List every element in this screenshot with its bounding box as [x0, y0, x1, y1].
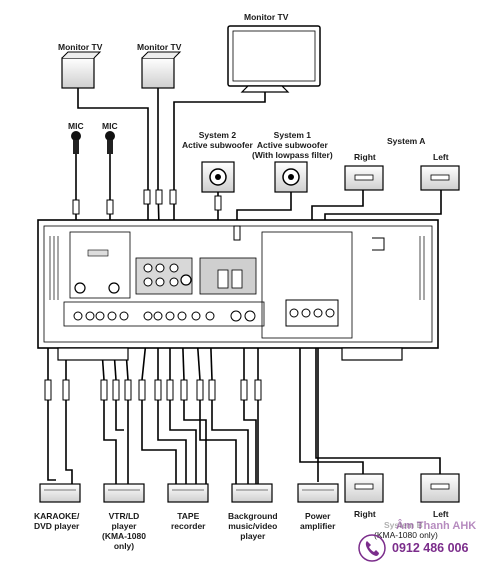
microphone-left [71, 131, 81, 215]
phone-icon [358, 534, 386, 562]
monitor-tv-small-left [61, 51, 102, 89]
label-system-a: System A [387, 136, 426, 146]
label-background: Background music/video player [228, 511, 278, 541]
label-kma-only: (KMA-1080 only) [374, 530, 438, 540]
subwoofer-system1 [274, 161, 308, 193]
label-tape: TAPE recorder [171, 511, 206, 531]
watermark-brand: Âm Thanh AHK [396, 520, 477, 532]
subwoofer-system2 [201, 161, 235, 193]
speaker-system-a-right [344, 165, 384, 191]
device-karaoke-dvd [39, 483, 81, 503]
device-background-player [231, 483, 273, 503]
label-vtr: VTR/LD player (KMA-1080 only) [102, 511, 146, 551]
microphone-right [105, 131, 115, 215]
device-power-amplifier [297, 483, 339, 503]
speaker-system-b-left [420, 473, 460, 503]
device-tape-recorder [167, 483, 209, 503]
label-monitor-tv-top: Monitor TV [244, 12, 289, 22]
label-mic-left: MIC [68, 121, 84, 131]
label-monitor-tv-left: Monitor TV [58, 42, 103, 52]
label-mic-right: MIC [102, 121, 118, 131]
watermark-phone: 0912 486 006 [392, 541, 469, 555]
rca-plugs [44, 189, 262, 401]
label-monitor-tv-mid: Monitor TV [137, 42, 182, 52]
speaker-system-b-right [344, 473, 384, 503]
label-right-top: Right [354, 152, 376, 162]
label-system2: System 2 Active subwoofer [182, 130, 253, 150]
label-left-bottom: Left [433, 509, 449, 519]
speaker-system-a-left [420, 165, 460, 191]
monitor-tv-small-mid [141, 51, 182, 89]
label-right-bottom: Right [354, 509, 376, 519]
amplifier-rear-panel [37, 219, 439, 361]
label-power-amp: Power amplifier [300, 511, 336, 531]
label-karaoke: KARAOKE/ DVD player [34, 511, 80, 531]
monitor-tv-large [227, 25, 321, 93]
device-vtr-ld [103, 483, 145, 503]
label-system-b: System B [384, 520, 423, 530]
label-system1: System 1 Active subwoofer (With lowpass … [252, 130, 333, 160]
label-left-top: Left [433, 152, 449, 162]
